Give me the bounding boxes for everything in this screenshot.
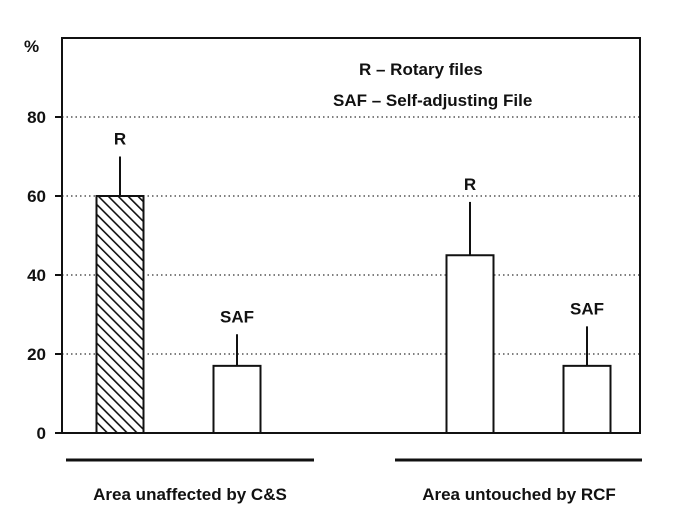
group-label: Area unaffected by C&S [93, 485, 287, 504]
y-tick-label: 40 [27, 266, 46, 285]
group-label: Area untouched by RCF [422, 485, 616, 504]
legend-entry-saf: SAF – Self-adjusting File [333, 91, 532, 110]
y-tick-label: 20 [27, 345, 46, 364]
bar-r [95, 195, 145, 434]
y-axis: 0 20 40 60 80 [27, 108, 62, 443]
gridlines [62, 116, 640, 355]
bars: R SAF R SAF [95, 130, 612, 435]
group-labels: Area unaffected by C&S Area untouched by … [66, 458, 642, 504]
y-tick-label: 60 [27, 187, 46, 206]
y-tick-label: 0 [37, 424, 46, 443]
legend-entry-r: R – Rotary files [359, 60, 483, 79]
bar-label: SAF [570, 299, 604, 318]
bar-label: R [464, 175, 476, 194]
bar-saf [212, 364, 262, 435]
bar-label: SAF [220, 307, 254, 326]
bar-r [445, 254, 495, 434]
bar-saf [562, 364, 612, 435]
y-axis-label: % [24, 37, 39, 56]
bar-label: R [114, 130, 126, 149]
plot-frame [61, 37, 641, 434]
y-tick-label: 80 [27, 108, 46, 127]
